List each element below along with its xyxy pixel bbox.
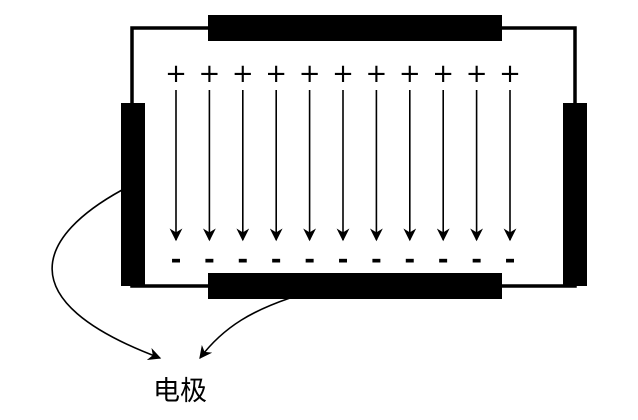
negative-charge-symbol: - [237,245,248,275]
bottom-electrode [208,273,502,299]
negative-charge-symbol: - [271,245,282,275]
negative-charge-symbol: - [404,245,415,275]
caption-label: 电极 [153,376,207,407]
positive-charge-row: + + + + + + + + + + + [165,59,521,89]
positive-charge-symbol: + [199,59,221,89]
positive-charge-symbol: + [265,59,287,89]
negative-charge-symbol: - [338,245,349,275]
callout-arrow-bottom [199,297,291,360]
negative-charge-symbol: - [204,245,215,275]
negative-charge-symbol: - [371,245,382,275]
positive-charge-symbol: + [366,59,388,89]
positive-charge-symbol: + [332,59,354,89]
electric-field-lines [169,90,517,242]
negative-charge-row: ----------- [171,245,516,275]
positive-charge-symbol: + [432,59,454,89]
positive-charge-symbol: + [232,59,254,89]
left-electrode [121,103,145,286]
positive-charge-symbol: + [165,59,187,89]
positive-charge-symbol: + [299,59,321,89]
positive-charge-symbol: + [466,59,488,89]
negative-charge-symbol: - [171,245,182,275]
right-electrode [563,103,587,286]
negative-charge-symbol: - [438,245,449,275]
negative-charge-symbol: - [505,245,516,275]
callout-arrow-left [51,189,162,360]
top-electrode [208,15,502,41]
negative-charge-symbol: - [304,245,315,275]
negative-charge-symbol: - [471,245,482,275]
positive-charge-symbol: + [399,59,421,89]
positive-charge-symbol: + [499,59,521,89]
